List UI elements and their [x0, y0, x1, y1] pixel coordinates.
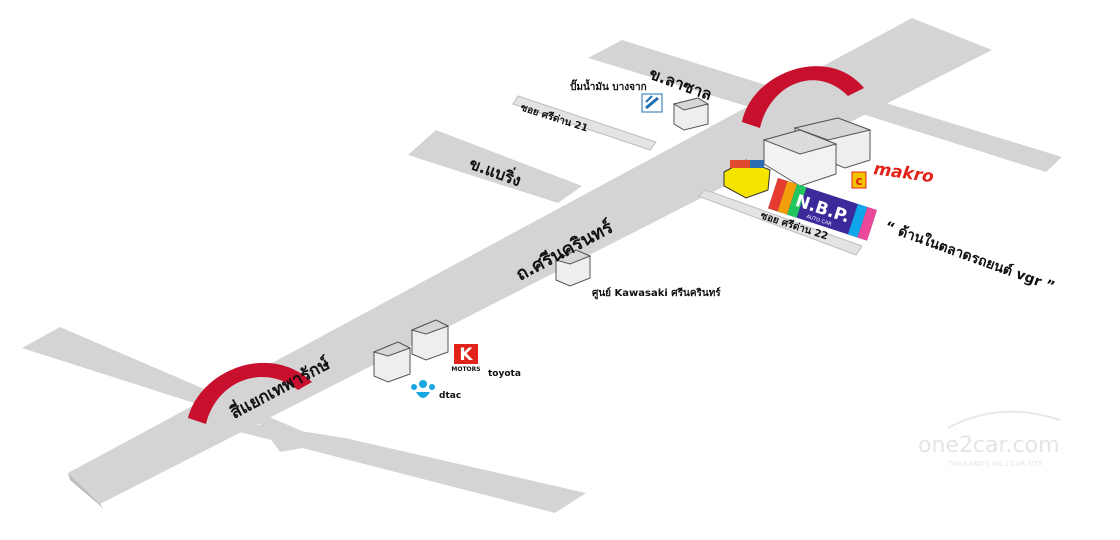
watermark: one2car.com THAILAND'S No.1 CAR SITE	[918, 410, 1061, 468]
poi-label-dtac: dtac	[439, 391, 461, 401]
svg-text:MOTORS: MOTORS	[451, 366, 480, 373]
bridge-icon	[188, 362, 312, 424]
bridge-icon	[742, 66, 864, 128]
soi-21-strip	[512, 95, 657, 151]
dtac-icon	[411, 380, 435, 398]
watermark-tagline: THAILAND'S No.1 CAR SITE	[947, 460, 1043, 468]
poi-label-kawasaki: ศูนย์ Kawasaki ศรีนครินทร์	[592, 287, 721, 300]
svg-text:c: c	[855, 174, 862, 188]
building-icon	[762, 129, 838, 187]
road-baering	[408, 130, 582, 203]
building-icon	[410, 319, 450, 361]
poi-label-toyota: toyota	[488, 369, 521, 379]
kmotors-icon: K MOTORS	[451, 344, 481, 373]
vgr-market-kiosk	[723, 159, 771, 199]
road-lasalle	[588, 40, 798, 112]
makro-icon: c	[851, 171, 867, 189]
road-main-edge	[68, 473, 104, 509]
poi-label-makro: makro	[872, 159, 935, 187]
building-icon	[672, 97, 710, 131]
building-icon	[372, 341, 412, 383]
poi-label-bangchak: ปั๊มน้ำมัน บางจาก	[570, 79, 647, 93]
road-junction-cross-south	[232, 424, 586, 513]
poi-label-vgr-caption: “ ด้านในตลาดรถยนต์ vgr ”	[883, 217, 1058, 295]
svg-text:K: K	[459, 345, 473, 365]
bangchak-icon	[641, 93, 663, 113]
watermark-brand: one2car.com	[918, 433, 1060, 458]
building-icon	[554, 249, 592, 287]
soi-22-strip	[696, 189, 863, 256]
